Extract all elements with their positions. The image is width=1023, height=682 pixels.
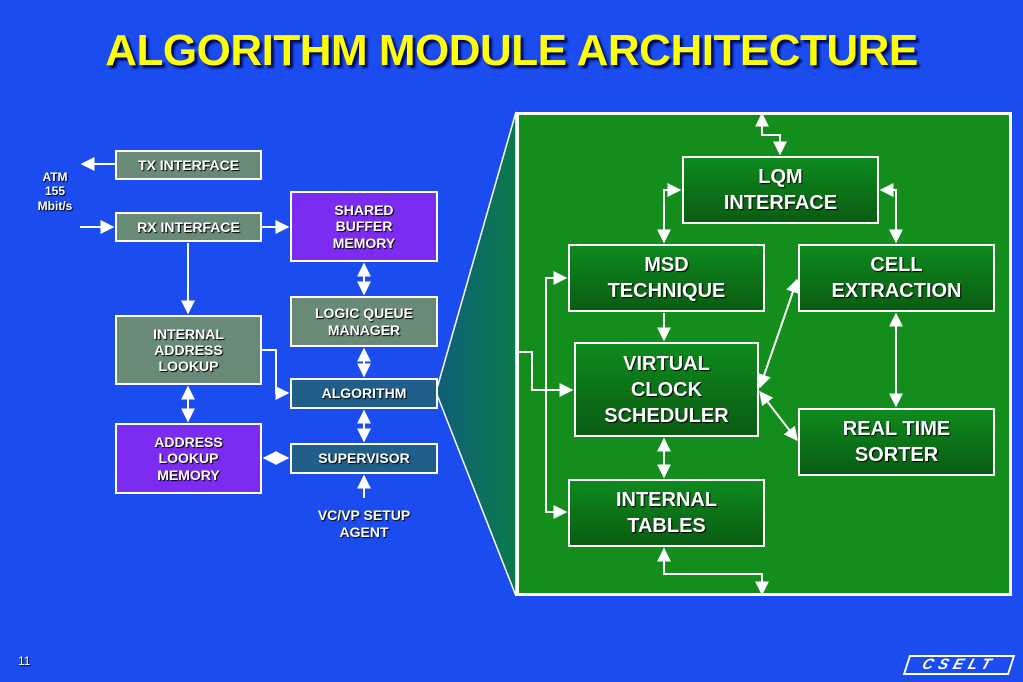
internal-tables-box: INTERNAL TABLES — [568, 479, 765, 547]
shared-buffer-memory-box: SHARED BUFFER MEMORY — [290, 191, 438, 262]
real-time-sorter-box: REAL TIME SORTER — [798, 408, 995, 476]
logic-queue-manager-box: LOGIC QUEUE MANAGER — [290, 296, 438, 347]
page-number: 11 — [18, 654, 31, 668]
cell-extraction-box: CELL EXTRACTION — [798, 244, 995, 312]
atm-label: ATM 155 Mbit/s — [37, 170, 73, 213]
tx-interface-box: TX INTERFACE — [115, 150, 262, 180]
address-lookup-memory-box: ADDRESS LOOKUP MEMORY — [115, 423, 262, 494]
lqm-interface-box: LQM INTERFACE — [682, 156, 879, 224]
msd-technique-box: MSD TECHNIQUE — [568, 244, 765, 312]
internal-address-lookup-box: INTERNAL ADDRESS LOOKUP — [115, 315, 262, 385]
algorithm-box: ALGORITHM — [290, 378, 438, 409]
rx-interface-box: RX INTERFACE — [115, 212, 262, 242]
supervisor-box: SUPERVISOR — [290, 443, 438, 474]
vc-vp-setup-agent-label: VC/VP SETUP AGENT — [317, 507, 411, 540]
virtual-clock-scheduler-box: VIRTUAL CLOCK SCHEDULER — [574, 342, 759, 437]
slide-title: ALGORITHM MODULE ARCHITECTURE — [105, 26, 918, 75]
cselt-logo: CSELT — [902, 655, 1016, 675]
